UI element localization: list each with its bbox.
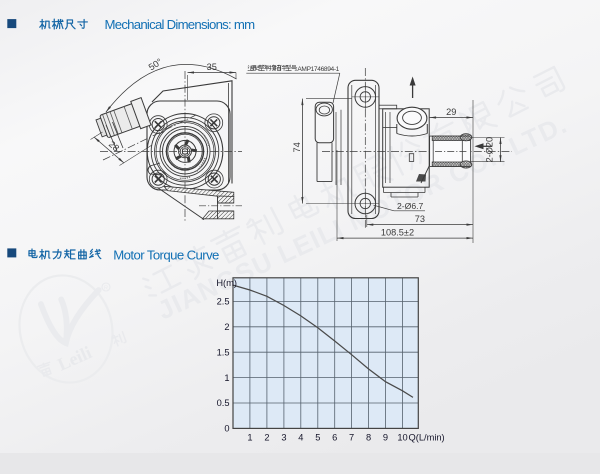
- svg-text:3: 3: [281, 433, 286, 443]
- svg-text:1: 1: [247, 433, 252, 443]
- svg-text:1: 1: [224, 373, 229, 383]
- svg-text:10: 10: [397, 433, 407, 443]
- svg-text:5: 5: [315, 433, 320, 443]
- svg-text:2-Ø20: 2-Ø20: [485, 137, 495, 163]
- svg-text:2: 2: [224, 322, 229, 332]
- svg-text:2: 2: [264, 433, 269, 443]
- svg-text:Motor Torque Curve: Motor Torque Curve: [113, 248, 219, 263]
- svg-text:2-Ø6.7: 2-Ø6.7: [397, 201, 423, 211]
- svg-text:8: 8: [366, 433, 371, 443]
- svg-text:35: 35: [207, 62, 217, 72]
- svg-text:0: 0: [224, 424, 229, 434]
- svg-text:R: R: [104, 286, 108, 292]
- svg-text:4: 4: [298, 433, 303, 443]
- svg-text::AMP1746894-1: :AMP1746894-1: [296, 66, 340, 73]
- svg-text:7: 7: [349, 433, 354, 443]
- svg-text:29: 29: [446, 107, 456, 117]
- svg-text:74: 74: [292, 142, 302, 152]
- svg-text:H(m): H(m): [216, 278, 237, 288]
- svg-text:6: 6: [332, 433, 337, 443]
- svg-text:9: 9: [383, 433, 388, 443]
- svg-text:108.5±2: 108.5±2: [381, 228, 414, 238]
- svg-text:1.5: 1.5: [217, 347, 230, 357]
- svg-text:0.5: 0.5: [217, 398, 230, 408]
- svg-text:Q(L/min): Q(L/min): [409, 433, 445, 443]
- svg-text:Mechanical Dimensions: mm: Mechanical Dimensions: mm: [105, 17, 256, 32]
- svg-text:73: 73: [415, 214, 425, 224]
- svg-text:2.5: 2.5: [217, 297, 230, 307]
